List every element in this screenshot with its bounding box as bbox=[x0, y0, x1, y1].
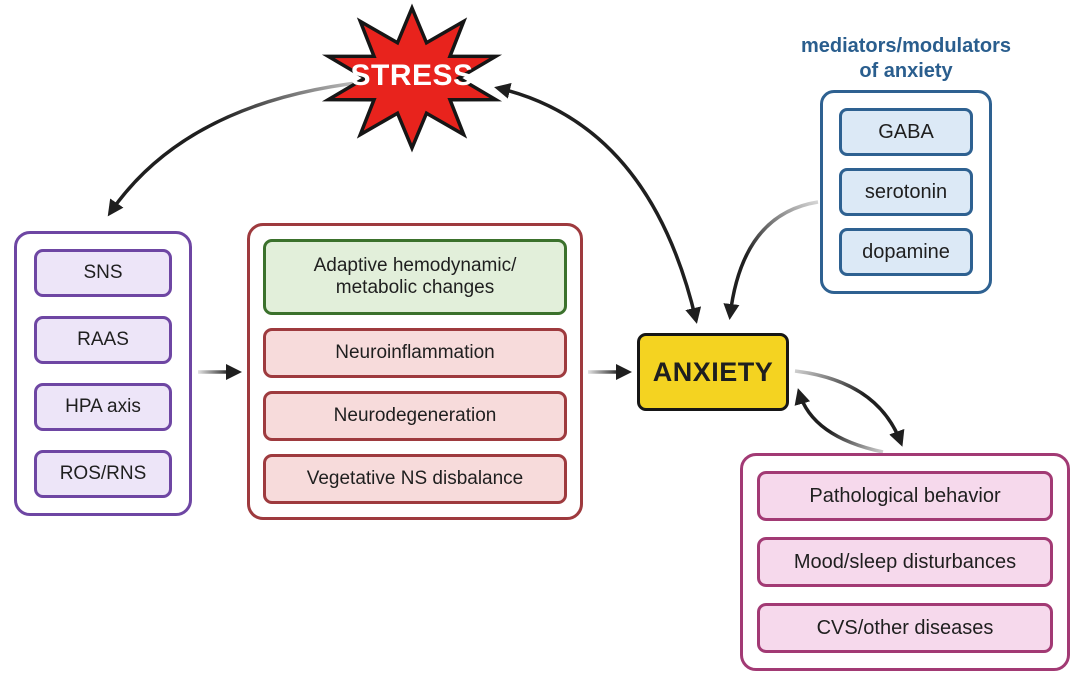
mediator-item-dopamine: dopamine bbox=[839, 228, 973, 276]
stressors-panel: SNS RAAS HPA axis ROS/RNS bbox=[14, 231, 192, 516]
stressor-item-sns: SNS bbox=[34, 249, 172, 297]
outcome-item-pathological-behavior: Pathological behavior bbox=[757, 471, 1053, 521]
consequence-item-vegetative-ns: Vegetative NS disbalance bbox=[263, 454, 567, 504]
arrow-stress-anxiety-bidirectional bbox=[494, 82, 702, 324]
mediators-title: mediators/modulators of anxiety bbox=[800, 35, 1012, 82]
stressor-item-hpa-axis: HPA axis bbox=[34, 383, 172, 431]
mediators-panel: GABA serotonin dopamine bbox=[820, 90, 992, 294]
stressor-item-raas: RAAS bbox=[34, 316, 172, 364]
consequence-item-neurodegeneration: Neurodegeneration bbox=[263, 391, 567, 441]
outcome-item-mood-sleep: Mood/sleep disturbances bbox=[757, 537, 1053, 587]
mediator-item-gaba: GABA bbox=[839, 108, 973, 156]
arrow-anxiety-to-outcomes bbox=[794, 369, 905, 447]
stressor-item-ros-rns: ROS/RNS bbox=[34, 450, 172, 498]
mediator-item-serotonin: serotonin bbox=[839, 168, 973, 216]
stress-label: STRESS bbox=[350, 59, 474, 92]
arrow-outcomes-to-anxiety bbox=[794, 388, 884, 454]
consequences-panel: Adaptive hemodynamic/ metabolic changes … bbox=[247, 223, 583, 520]
outcome-item-cvs-diseases: CVS/other diseases bbox=[757, 603, 1053, 653]
consequence-item-neuroinflammation: Neuroinflammation bbox=[263, 328, 567, 378]
arrow-mediators-to-anxiety bbox=[723, 200, 819, 320]
arrow-stress-to-stressors bbox=[107, 78, 386, 217]
anxiety-box: ANXIETY bbox=[637, 333, 789, 411]
stress-starburst-icon bbox=[321, 3, 503, 153]
outcomes-panel: Pathological behavior Mood/sleep disturb… bbox=[740, 453, 1070, 671]
adaptive-changes-item: Adaptive hemodynamic/ metabolic changes bbox=[263, 239, 567, 315]
